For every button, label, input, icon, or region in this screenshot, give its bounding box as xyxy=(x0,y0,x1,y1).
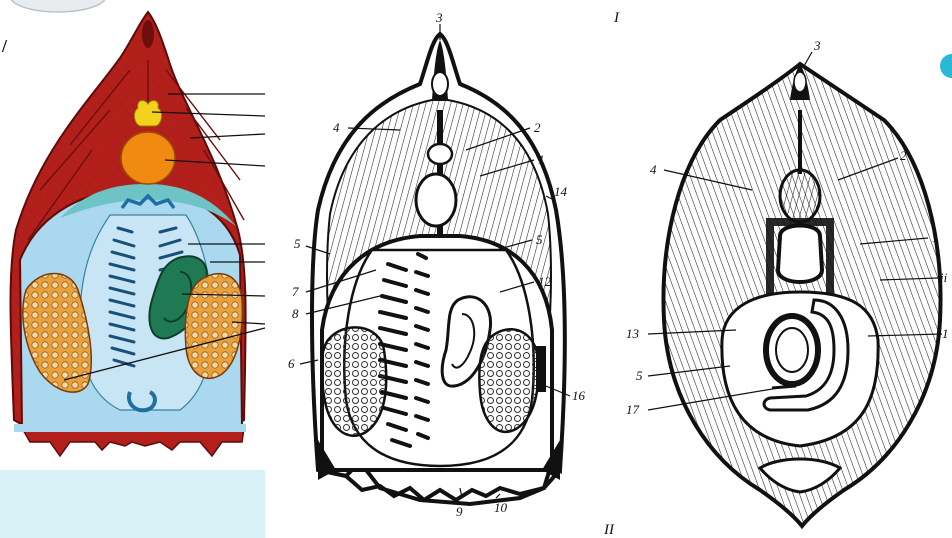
gonad-ink-right xyxy=(479,329,538,432)
label-7: 7 xyxy=(292,284,299,299)
notochord-ink xyxy=(416,174,456,226)
notochord xyxy=(121,132,175,184)
neural-tube-3 xyxy=(780,170,820,222)
gonad-ink-left xyxy=(321,327,386,435)
label-13: 13 xyxy=(626,326,640,341)
label-6: 6 xyxy=(288,356,295,371)
edge-mark: / xyxy=(1,36,8,56)
label-2: 2 xyxy=(900,148,907,163)
fin-ray-chamber xyxy=(432,72,448,96)
label-8: 8 xyxy=(292,306,299,321)
label-5: 5 xyxy=(636,368,643,383)
intestine-lumen-3 xyxy=(776,328,808,372)
neural-tube xyxy=(134,101,161,126)
neural-tube-ink xyxy=(428,144,452,164)
lower-left-blank-area xyxy=(0,470,265,538)
label-4: 4 xyxy=(650,162,657,177)
intestine-link-3 xyxy=(772,386,796,388)
notochord-3 xyxy=(778,226,822,283)
roman-numeral-two: II xyxy=(603,522,615,538)
black-bar-16 xyxy=(536,346,546,392)
label-10: 10 xyxy=(494,500,508,515)
label-3: 3 xyxy=(813,38,821,53)
label-9: 9 xyxy=(456,504,463,519)
label-5-right: 5 xyxy=(536,232,543,247)
label-15: 1 xyxy=(942,326,949,341)
roman-numeral-one: I xyxy=(613,10,620,26)
dorsal-fin-canal xyxy=(142,20,154,48)
label-5-left: 5 xyxy=(294,236,301,251)
label-17: 17 xyxy=(626,402,640,417)
label-4: 4 xyxy=(333,120,340,135)
label-11: ii xyxy=(940,270,948,285)
label-2: 2 xyxy=(534,120,541,135)
label-1: 1 xyxy=(932,230,939,245)
label-1: 1 xyxy=(538,152,545,167)
label-14: 14 xyxy=(554,184,568,199)
label-12: 12 xyxy=(538,274,552,289)
ventral-atrium-strip xyxy=(14,424,246,432)
label-16: 16 xyxy=(572,388,586,403)
label-3: 3 xyxy=(435,10,443,25)
fin-ray-chamber-3 xyxy=(794,72,806,92)
